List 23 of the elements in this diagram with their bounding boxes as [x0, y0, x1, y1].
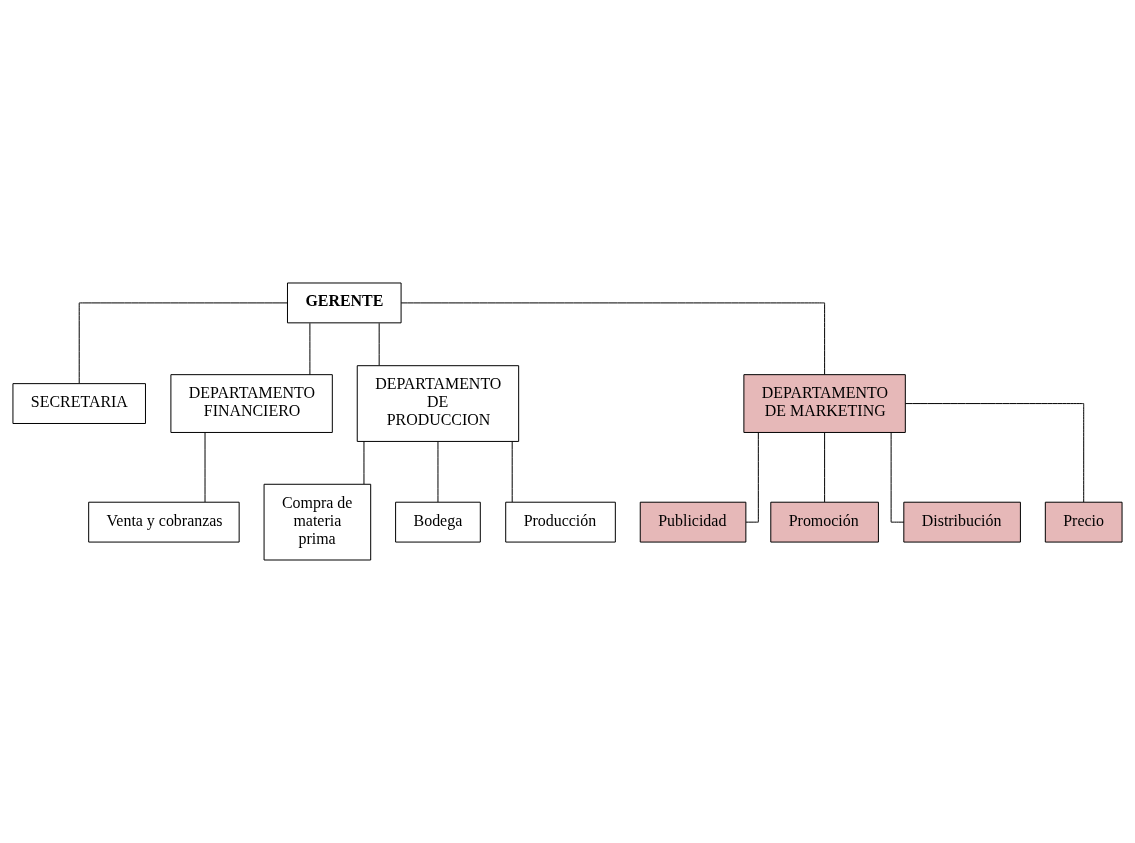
connector: [378, 322, 380, 366]
connector: [824, 432, 826, 503]
node-box: Compra de materia prima: [263, 483, 372, 561]
node-box: Producción: [505, 501, 616, 543]
node-box: Precio: [1044, 501, 1123, 543]
connector: [78, 302, 288, 384]
node-box: DEPARTAMENTO FINANCIERO: [170, 374, 333, 433]
node-box: DEPARTAMENTO DE PRODUCCION: [356, 365, 520, 442]
connector: [437, 441, 439, 503]
connector: [905, 403, 1085, 503]
node-box: Publicidad: [639, 501, 747, 543]
connector: [204, 432, 206, 503]
node-box: Distribución: [903, 501, 1021, 543]
node-box: Bodega: [395, 501, 481, 543]
connector: [511, 441, 513, 503]
node-box: Promoción: [770, 501, 879, 543]
node-box: SECRETARIA: [12, 383, 146, 424]
node-box: DEPARTAMENTO DE MARKETING: [743, 374, 906, 433]
connector: [363, 441, 365, 485]
connector: [309, 322, 311, 375]
node-box: Venta y cobranzas: [88, 501, 240, 543]
node-box: GERENTE: [287, 282, 402, 324]
connector: [400, 302, 826, 375]
